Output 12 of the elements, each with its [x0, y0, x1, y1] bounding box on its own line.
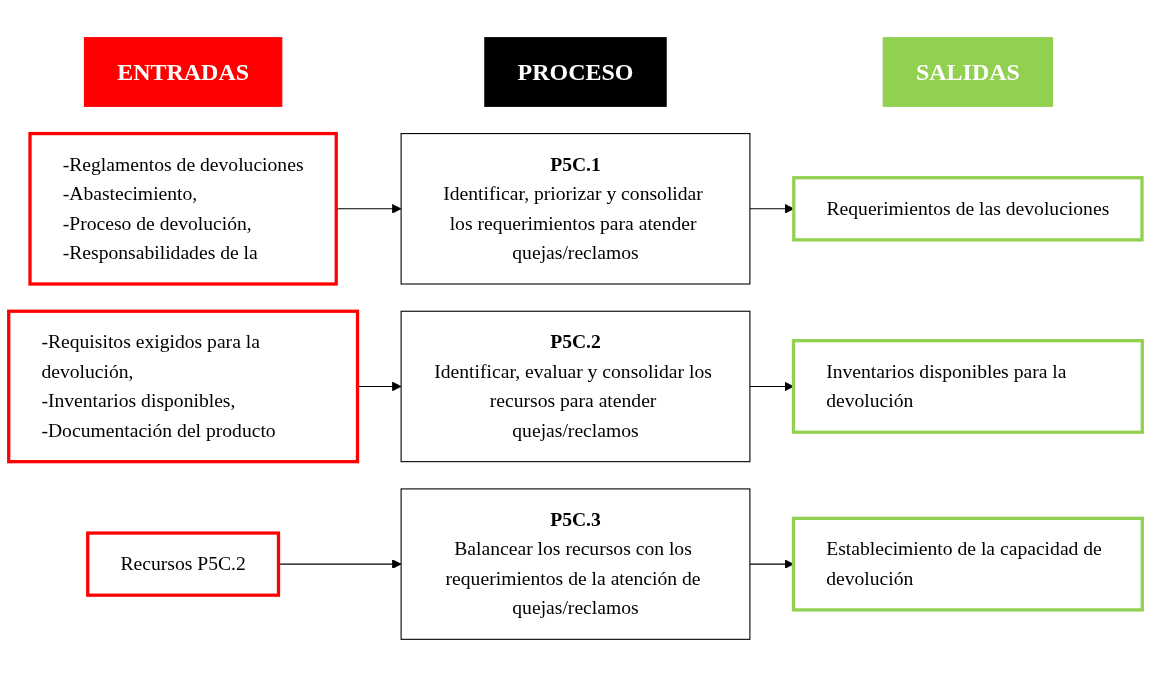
node-box: -Reglamentos de devoluciones -Abastecimiento, -Proceso de devolución, -Responsabilidades de la	[28, 131, 338, 286]
node-box: -Requisitos exigidos para la devolución, -Inventarios disponibles, -Documentación del producto	[7, 309, 360, 464]
node-box: PROCESO	[484, 37, 667, 107]
node-box: Inventarios disponibles para la devolución	[791, 339, 1144, 434]
node-box: Recursos P5C.2	[86, 531, 281, 597]
node-box: SALIDAS	[882, 37, 1054, 107]
node-box: P5C.2 Identificar, evaluar y consolidar los recursos para atender quejas/reclamos	[400, 310, 751, 463]
node-box: P5C.3 Balancear los recursos con los requerimientos de la atención de quejas/reclamos	[400, 488, 751, 640]
node-box: P5C.1 Identificar, priorizar y consolidar los requerimientos para atender quejas/reclamos	[400, 133, 751, 285]
node-box: Requerimientos de las devoluciones	[792, 176, 1144, 242]
node-box: ENTRADAS	[83, 37, 283, 107]
node-box: Establecimiento de la capacidad de devolución	[791, 516, 1144, 612]
